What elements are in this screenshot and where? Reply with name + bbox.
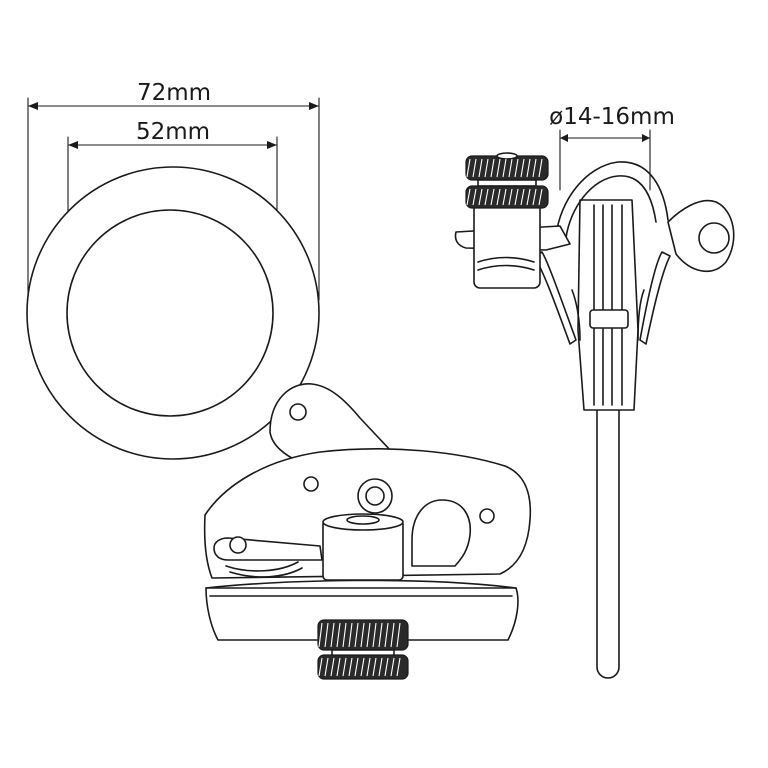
- knurl-line: [496, 188, 501, 206]
- knurl-line: [324, 622, 329, 648]
- knurl-line: [342, 657, 347, 677]
- knurl-line: [490, 188, 495, 206]
- knurl-line: [390, 622, 395, 648]
- dimension-label-inner: 52mm: [136, 119, 210, 145]
- spring-cylinder: [322, 513, 404, 581]
- knurl-line: [342, 622, 347, 648]
- knurl-line: [490, 158, 495, 178]
- knurl-line: [484, 188, 489, 206]
- knurl-line: [466, 158, 471, 178]
- knurl-line: [354, 657, 359, 677]
- knurl-line: [372, 622, 377, 648]
- knurl-line: [472, 158, 477, 178]
- knurl-line: [348, 622, 353, 648]
- dimension-72mm: 72mm: [27, 80, 320, 301]
- knurl-line: [396, 622, 401, 648]
- knurl-line: [520, 158, 525, 178]
- knurl-line: [360, 622, 365, 648]
- knurl-line: [478, 188, 483, 206]
- side-spring-cylinder: [473, 199, 541, 289]
- knurl-line: [324, 657, 329, 677]
- eyelet: [357, 478, 393, 514]
- side-wings: [533, 251, 671, 345]
- knurl-line: [384, 622, 389, 648]
- knurl-line: [330, 622, 335, 648]
- lower-jaw-plate: [205, 579, 519, 641]
- side-view: [454, 152, 735, 679]
- knurl-line: [502, 188, 507, 206]
- knurl-line: [514, 158, 519, 178]
- knurl-line: [348, 657, 353, 677]
- dimension-rope-diameter: ø14-16mm: [549, 104, 675, 191]
- knurl-line: [526, 188, 531, 206]
- knurl-line: [520, 188, 525, 206]
- knurl-line: [336, 657, 341, 677]
- knurl-line: [466, 188, 471, 206]
- knurl-line: [354, 622, 359, 648]
- knurled-knob-side: [465, 152, 549, 209]
- knurl-line: [366, 657, 371, 677]
- knurl-line: [484, 158, 489, 178]
- knurl-line: [538, 188, 543, 206]
- cross-pin: [589, 309, 629, 329]
- knurled-knob-front: [317, 619, 409, 680]
- knurl-line: [532, 188, 537, 206]
- knurl-line: [396, 657, 401, 677]
- side-body: [571, 199, 645, 411]
- knurl-line: [318, 622, 323, 648]
- knurl-line: [496, 158, 501, 178]
- knurl-line: [336, 622, 341, 648]
- knurl-line: [508, 188, 513, 206]
- knurl-line: [318, 657, 323, 677]
- knurl-line: [378, 622, 383, 648]
- knurl-line: [472, 188, 477, 206]
- knurl-line: [538, 158, 543, 178]
- attachment-ring: [26, 166, 320, 460]
- knurl-line: [378, 657, 383, 677]
- knurl-line: [360, 657, 365, 677]
- knurl-line: [508, 158, 513, 178]
- rope-shaft: [596, 369, 620, 679]
- top-clip: [555, 161, 735, 272]
- cam-cutout: [411, 499, 471, 567]
- knurl-line: [478, 158, 483, 178]
- knurl-line: [532, 158, 537, 178]
- knurl-line: [384, 657, 389, 677]
- knurl-line: [514, 188, 519, 206]
- knurl-line: [502, 158, 507, 178]
- dimension-52mm: 52mm: [67, 119, 278, 261]
- knurl-line: [526, 158, 531, 178]
- dimension-label-outer: 72mm: [137, 80, 211, 106]
- knurl-line: [390, 657, 395, 677]
- connecting-link: [269, 383, 393, 467]
- knurl-line: [372, 657, 377, 677]
- front-view: [26, 166, 532, 680]
- lever-arm: [213, 536, 323, 578]
- dimension-label-rope: ø14-16mm: [549, 104, 675, 130]
- knurl-line: [330, 657, 335, 677]
- knurl-line: [366, 622, 371, 648]
